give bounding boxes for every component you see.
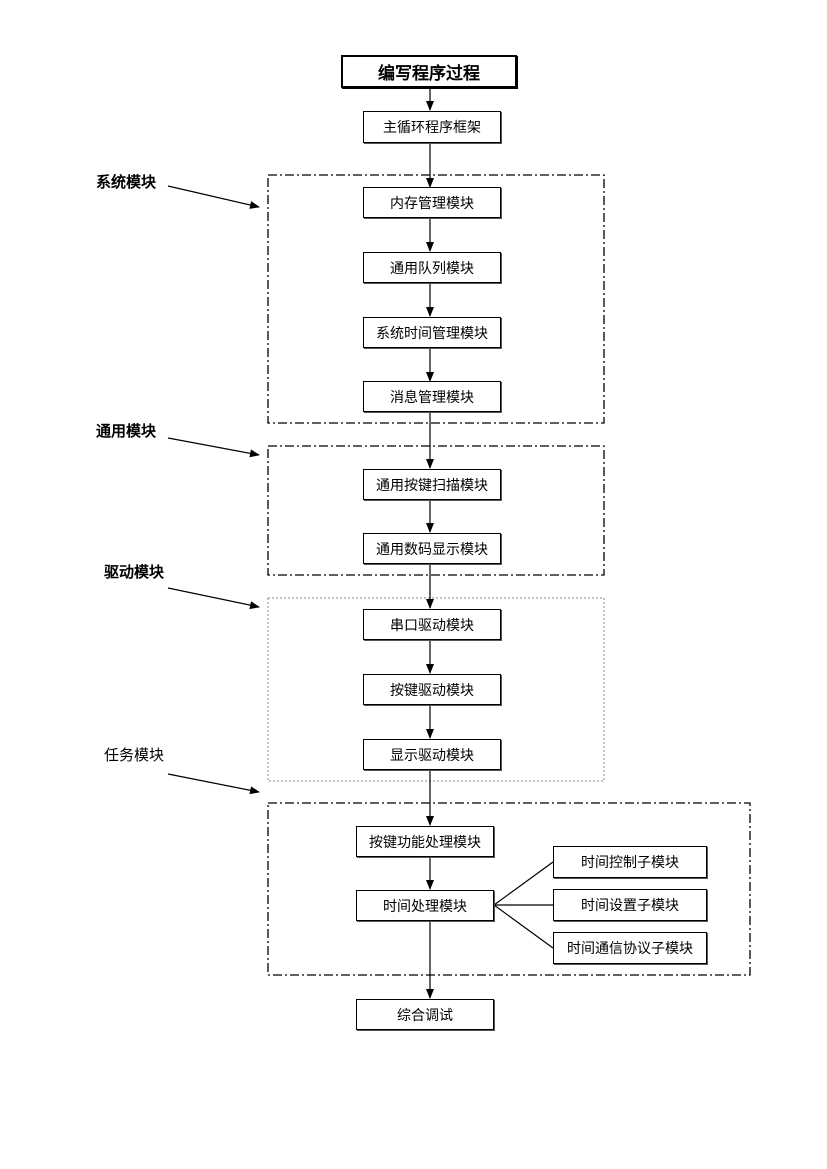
node-serial-driver-module: 串口驱动模块 [363, 609, 501, 640]
edge-timeproc-timectrl [493, 861, 554, 906]
node-integrated-debug: 综合调试 [356, 999, 494, 1030]
pointer-general [167, 437, 260, 458]
group-box-task [267, 802, 751, 976]
group-label-driver: 驱动模块 [104, 563, 165, 581]
group-box-driver [267, 597, 605, 782]
node-queue-module: 通用队列模块 [363, 252, 501, 283]
node-time-comm-protocol-submodule: 时间通信协议子模块 [553, 932, 707, 964]
node-system-time-module: 系统时间管理模块 [363, 317, 501, 348]
node-time-process-module: 时间处理模块 [356, 890, 494, 921]
pointer-task [167, 773, 260, 795]
edge-timeproc-timecomm [493, 904, 554, 949]
node-display-driver-module: 显示驱动模块 [363, 739, 501, 770]
node-memory-module: 内存管理模块 [363, 187, 501, 218]
pointer-system [167, 185, 260, 209]
pointer-driver [167, 587, 260, 610]
group-box-system [267, 174, 605, 424]
node-main-loop: 主循环程序框架 [363, 111, 501, 143]
flowchart-title: 编写程序过程 [341, 55, 517, 88]
node-digit-display-module: 通用数码显示模块 [363, 533, 501, 564]
group-label-task: 任务模块 [104, 746, 165, 764]
group-label-general: 通用模块 [96, 422, 157, 440]
node-time-setting-submodule: 时间设置子模块 [553, 889, 707, 921]
node-key-scan-module: 通用按键扫描模块 [363, 469, 501, 500]
group-box-general [267, 445, 605, 576]
node-time-control-submodule: 时间控制子模块 [553, 846, 707, 878]
node-message-module: 消息管理模块 [363, 381, 501, 412]
group-label-system: 系统模块 [96, 173, 157, 191]
node-key-function-module: 按键功能处理模块 [356, 826, 494, 857]
node-key-driver-module: 按键驱动模块 [363, 674, 501, 705]
